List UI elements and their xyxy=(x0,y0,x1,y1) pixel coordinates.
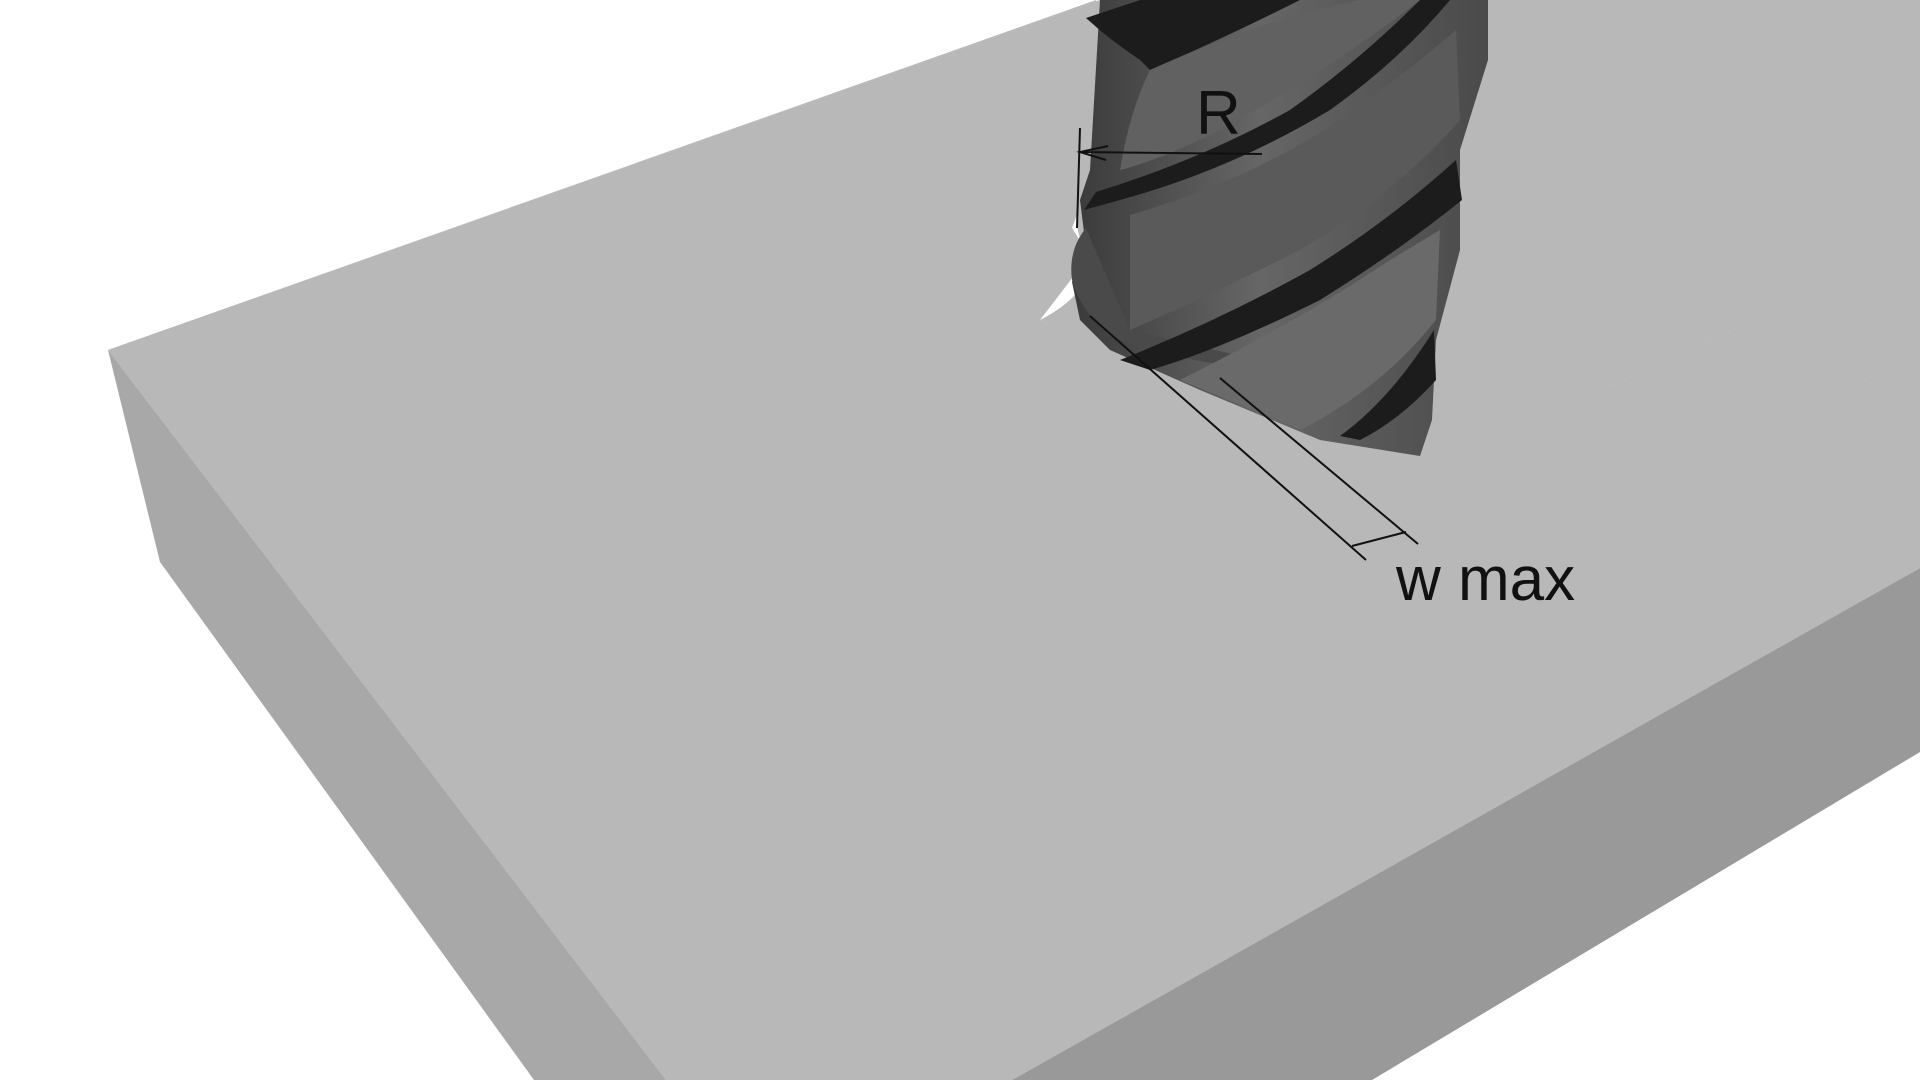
width-dimension: w max xyxy=(1089,315,1575,614)
cutter-facet-2 xyxy=(1130,30,1460,330)
width-dimension-line xyxy=(1351,531,1407,547)
radius-dimension-line xyxy=(1079,151,1263,155)
cutter-flute-1 xyxy=(1086,0,1300,70)
radius-extension-line xyxy=(1076,127,1081,229)
radius-dimension: R xyxy=(1076,79,1263,229)
workpiece-top-main xyxy=(108,0,1920,1080)
width-label: w max xyxy=(1395,545,1575,614)
cutter-facet-1 xyxy=(1120,0,1420,170)
radius-label: R xyxy=(1196,79,1241,148)
cutter-facet-3 xyxy=(1180,230,1440,430)
cutter-flute-3 xyxy=(1120,160,1462,370)
cutter-tip xyxy=(1071,228,1300,370)
end-mill-icon xyxy=(1071,0,1488,456)
radius-arrowhead xyxy=(1076,145,1109,161)
cutter-flute-2 xyxy=(1084,0,1450,210)
width-extension-line-2 xyxy=(1219,377,1419,545)
width-extension-line-1 xyxy=(1089,315,1367,561)
cutter-flute-4 xyxy=(1340,330,1436,440)
